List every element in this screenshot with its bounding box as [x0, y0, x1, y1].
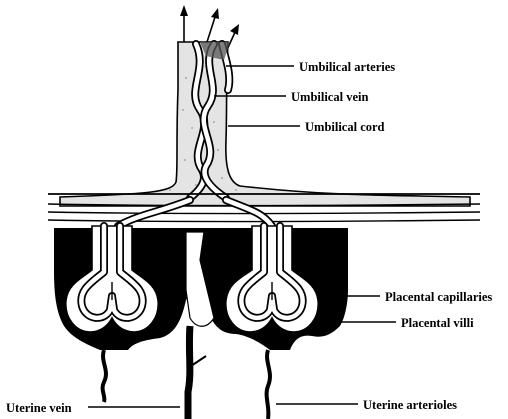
label-uterine-vein: Uterine vein [6, 401, 72, 415]
label-placental-villi: Placental villi [401, 316, 474, 330]
label-placental-capillaries: Placental capillaries [385, 290, 492, 304]
label-umbilical-cord: Umbilical cord [305, 120, 385, 134]
label-umbilical-arteries: Umbilical arteries [299, 60, 395, 74]
label-umbilical-vein: Umbilical vein [291, 90, 368, 104]
label-uterine-arterioles: Uterine arterioles [363, 398, 457, 412]
